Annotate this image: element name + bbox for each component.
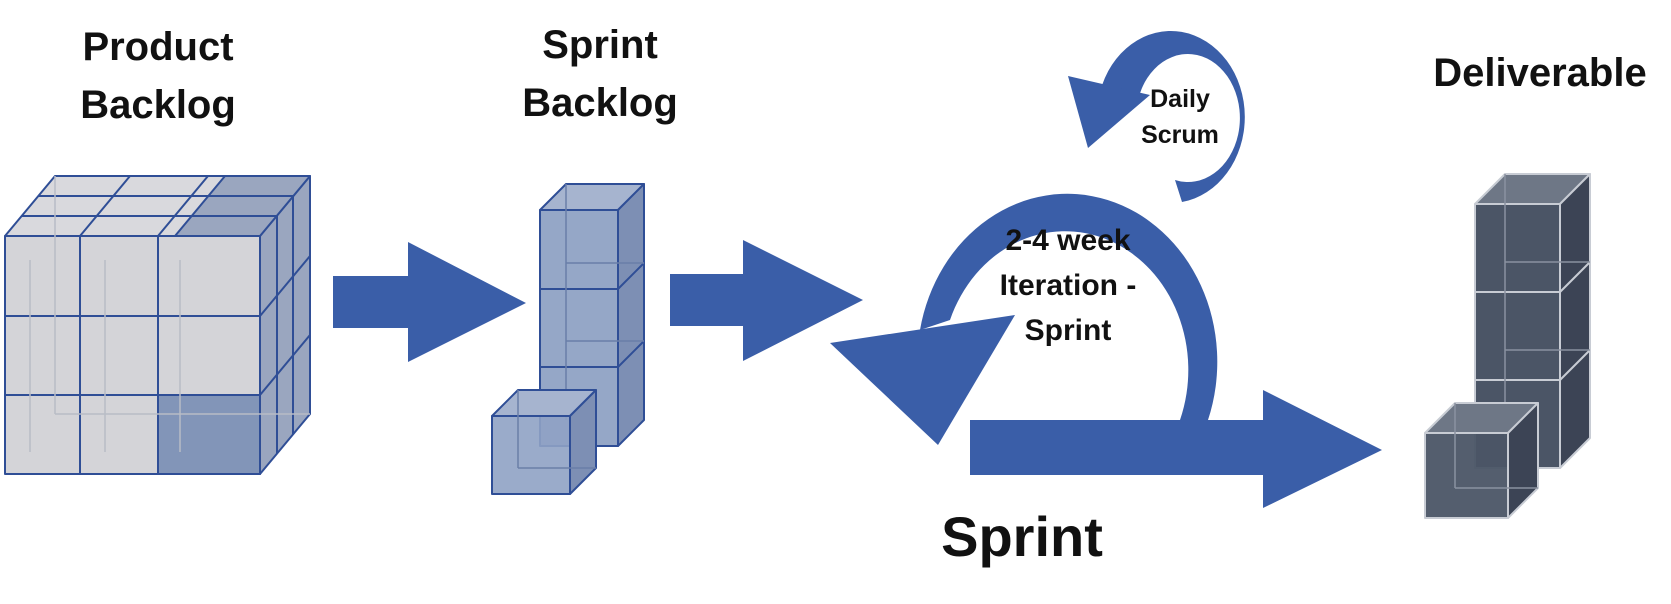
iteration-label-line3: Sprint (1025, 314, 1112, 347)
deliverable-title: Deliverable (1433, 51, 1646, 95)
iteration-label-line2: Iteration - (1000, 269, 1137, 302)
sprint-backlog-title-line1: Sprint (542, 23, 658, 67)
daily-scrum-loop (1068, 30, 1245, 203)
sprint-title: Sprint (941, 505, 1103, 568)
product-backlog-title-line2: Backlog (80, 83, 236, 127)
sprint-backlog-cubes (491, 183, 645, 495)
sprint-cycle-loop (830, 193, 1218, 445)
sprint-output-arrow (970, 390, 1382, 508)
arrow-to-sprint-backlog (333, 242, 526, 362)
arrow-to-sprint (670, 240, 863, 361)
daily-scrum-label-line2: Scrum (1141, 121, 1219, 149)
product-backlog-title-line1: Product (82, 25, 233, 69)
daily-scrum-label-line1: Daily (1150, 85, 1210, 113)
product-backlog-cube (4, 175, 311, 475)
deliverable-cubes (1424, 173, 1591, 519)
iteration-label-line1: 2-4 week (1005, 224, 1130, 257)
sprint-backlog-title-line2: Backlog (522, 81, 678, 125)
